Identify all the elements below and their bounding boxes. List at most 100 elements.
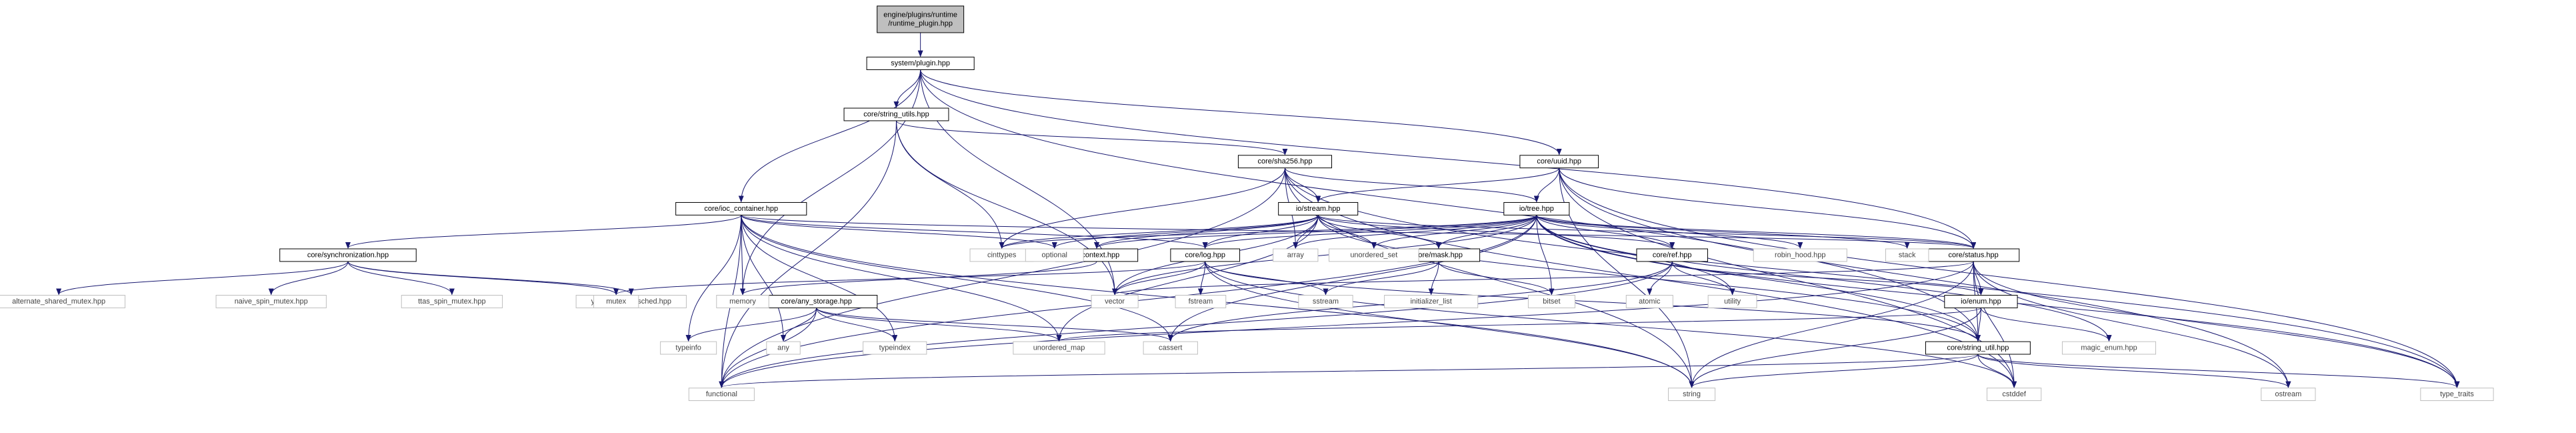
edge-status-to-vector: [1112, 261, 1974, 296]
node-bitset-box: [1527, 295, 1575, 308]
node-enum[interactable]: io/enum.hpp: [1944, 295, 2018, 308]
node-log-box: [1170, 248, 1241, 262]
edge-stream-to-string_util: [1317, 215, 1981, 342]
node-cassert-box: [1143, 341, 1198, 355]
graph-nodes: engine/plugins/runtime/runtime_plugin.hp…: [0, 5, 2494, 402]
edge-stream-to-unordered_map: [1056, 215, 1319, 342]
node-typeindex-box: [863, 341, 927, 355]
node-ref[interactable]: core/ref.hpp: [1636, 248, 1708, 262]
node-stream[interactable]: io/stream.hpp: [1278, 201, 1359, 215]
edge-status-to-ostream: [1973, 261, 2291, 388]
node-cinttypes-label: cinttypes: [987, 251, 1017, 259]
node-bitset: bitset: [1527, 295, 1575, 308]
edge-tree-to-unordered_set: [1371, 215, 1537, 249]
edge-mask-to-bitset: [1438, 261, 1555, 296]
node-sstream-label: sstream: [1313, 298, 1339, 306]
edge-string_util-to-string: [1689, 354, 1979, 388]
edge-tree-to-log: [1202, 214, 1537, 249]
edge-plugin-to-status: [920, 69, 1977, 249]
node-array-box: [1273, 248, 1319, 262]
edge-uuid-to-status: [1559, 167, 1977, 249]
edge-log-to-cstddef: [1205, 261, 2017, 388]
edge-plugin-to-ioc: [738, 69, 921, 203]
edge-tree-to-cinttypes: [999, 214, 1537, 249]
edge-ref-to-functional: [719, 261, 1673, 388]
node-root[interactable]: engine/plugins/runtime/runtime_plugin.hp…: [877, 5, 965, 33]
edge-ioc-to-typeindex: [741, 215, 898, 342]
node-naive-mutex: naive_spin_mutex.hpp: [215, 295, 327, 308]
node-robin-hood-label: robin_hood.hpp: [1775, 251, 1825, 259]
edge-uuid-to-ostream: [1559, 167, 2291, 388]
node-any: any: [766, 341, 801, 355]
node-status-label: core/status.hpp: [1949, 251, 1999, 259]
edge-sha256-to-functional: [719, 167, 1285, 388]
edge-stream-to-ref: [1317, 214, 1675, 249]
node-tree-box: [1503, 201, 1570, 215]
node-cassert: cassert: [1143, 341, 1198, 355]
node-initializer-list: initializer_list: [1384, 295, 1479, 308]
edge-enum-to-magic_enum: [1980, 308, 2112, 342]
edge-ref-to-atomic: [1647, 261, 1673, 296]
edge-stream-to-mask: [1317, 215, 1441, 249]
node-string-utils[interactable]: core/string_utils.hpp: [843, 107, 949, 121]
node-sync[interactable]: core/synchronization.hpp: [279, 248, 417, 262]
node-string-utils-label: core/string_utils.hpp: [863, 110, 929, 118]
node-plugin-label: system/plugin.hpp: [891, 59, 950, 67]
node-optional-label: optional: [1041, 251, 1067, 259]
node-initializer-list-box: [1384, 295, 1479, 308]
node-plugin[interactable]: system/plugin.hpp: [866, 57, 975, 70]
node-stack-label: stack: [1899, 251, 1916, 259]
dependency-edges: [56, 32, 2460, 388]
edge-tree-to-string_util: [1536, 215, 1981, 342]
edge-plugin-to-string_utils: [893, 69, 921, 109]
edge-sync-to-ttas_mutex: [347, 261, 455, 296]
edge-string_util-to-cstddef: [1977, 354, 2017, 388]
node-atomic-label: atomic: [1639, 298, 1661, 306]
node-enum-label: io/enum.hpp: [1961, 298, 2001, 306]
edge-sync-to-alt_mutex: [56, 261, 349, 296]
node-ioc[interactable]: core/ioc_container.hpp: [675, 201, 807, 215]
node-root-label: /runtime_plugin.hpp: [888, 19, 953, 27]
node-log[interactable]: core/log.hpp: [1170, 248, 1241, 262]
node-utility: utility: [1707, 295, 1757, 308]
node-unordered-map: unordered_map: [1013, 341, 1105, 355]
node-robin-hood-box: [1753, 248, 1847, 262]
node-naive-mutex-label: naive_spin_mutex.hpp: [235, 298, 308, 306]
node-uuid-box: [1519, 155, 1599, 169]
node-uuid[interactable]: core/uuid.hpp: [1519, 155, 1599, 169]
edge-any_storage-to-typeindex: [816, 308, 898, 342]
node-typeindex: typeindex: [863, 341, 927, 355]
edge-uuid-to-type_traits: [1559, 167, 2460, 388]
node-sstream-box: [1298, 295, 1353, 308]
edge-any_storage-to-unordered_map: [816, 308, 1062, 342]
node-tree[interactable]: io/tree.hpp: [1503, 201, 1570, 215]
node-root-box: [877, 5, 965, 33]
node-magic-enum: magic_enum.hpp: [2061, 341, 2157, 355]
edge-any_storage-to-any: [781, 308, 817, 342]
edge-mask-to-initializer_list: [1428, 261, 1439, 296]
node-memory-label: memory: [729, 298, 756, 306]
edge-log-to-fstream: [1197, 261, 1206, 296]
node-string-util-box: [1925, 341, 2031, 355]
node-mutex-box: [593, 295, 639, 308]
node-array: array: [1273, 248, 1319, 262]
node-status[interactable]: core/status.hpp: [1927, 248, 2020, 262]
node-ttas-mutex-box: [401, 295, 503, 308]
node-ioc-label: core/ioc_container.hpp: [704, 205, 778, 213]
edge-stream-to-context: [1094, 215, 1319, 249]
node-ostream-box: [2261, 388, 2316, 402]
node-cstddef-box: [1987, 388, 2042, 402]
node-string-util[interactable]: core/string_util.hpp: [1925, 341, 2031, 355]
edge-tree-to-cassert: [1167, 215, 1537, 342]
node-sha256[interactable]: core/sha256.hpp: [1237, 155, 1333, 169]
node-plugin-box: [866, 57, 975, 70]
node-functional-label: functional: [706, 390, 737, 398]
node-any-storage[interactable]: core/any_storage.hpp: [755, 295, 878, 308]
node-stream-box: [1278, 201, 1359, 215]
node-atomic-box: [1625, 295, 1673, 308]
edge-tree-to-array: [1293, 215, 1537, 249]
edge-any_storage-to-typeinfo: [685, 308, 817, 342]
edge-string_utils-to-cinttypes: [895, 120, 1005, 249]
edge-log-to-sstream: [1205, 261, 1329, 296]
